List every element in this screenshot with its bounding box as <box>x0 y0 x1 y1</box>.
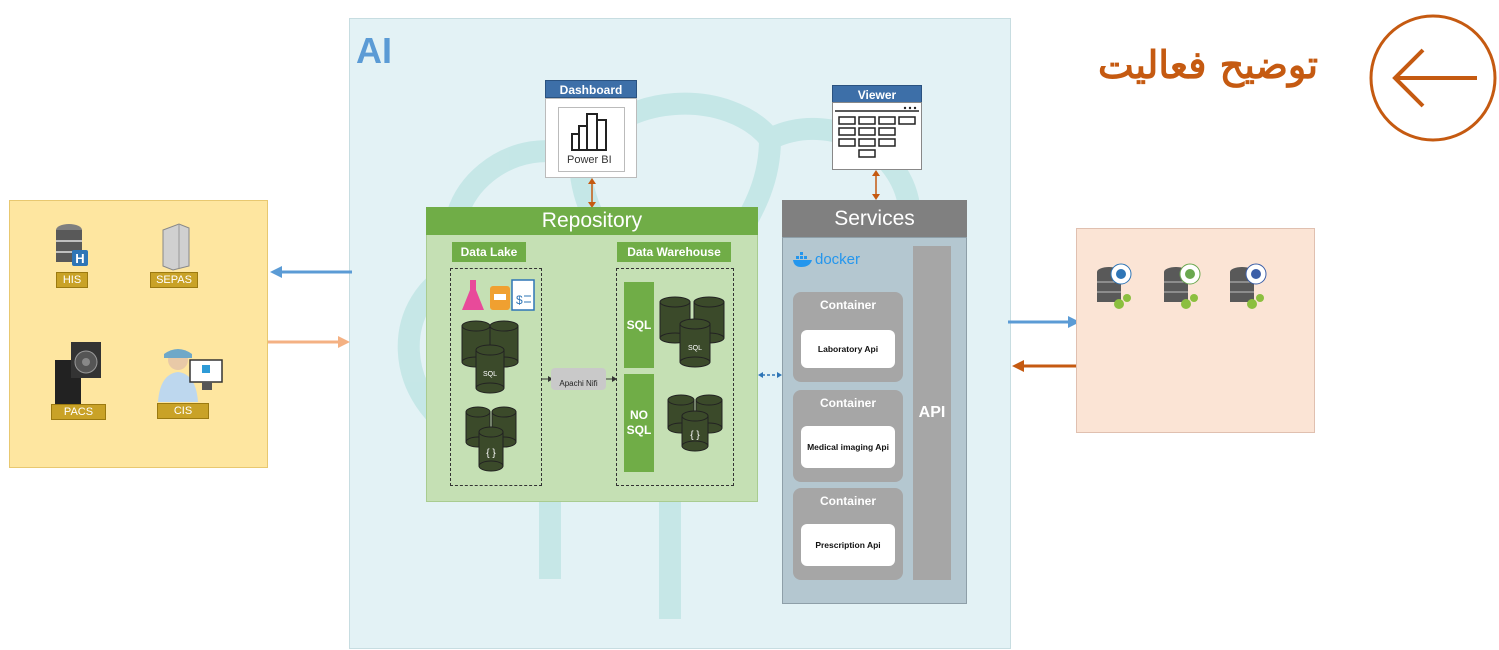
data-lake-files-icon: $ <box>462 279 535 311</box>
svg-text:$: $ <box>516 293 523 307</box>
viewer-panel[interactable] <box>832 102 922 170</box>
data-lake-nosql-icon: { } <box>465 406 517 472</box>
arrow-left-icon <box>1392 48 1477 108</box>
api-gateway[interactable]: API <box>913 246 951 580</box>
svg-text:H: H <box>75 251 84 266</box>
ai-label: AI <box>356 30 392 71</box>
powerbi-logo-icon <box>571 113 607 151</box>
data-lake-zone <box>450 268 542 486</box>
powerbi-tile[interactable]: Power BI <box>558 107 625 172</box>
viewer-link-arrow <box>872 170 880 200</box>
warehouse-sql-text: SQL <box>688 345 702 352</box>
dashboard-header: Dashboard <box>545 80 637 98</box>
data-lake-sql-icon: SQL <box>461 320 519 394</box>
medical-imaging-container: Container Medical imaging Api <box>793 390 903 482</box>
warehouse-nosql-icon: { } <box>667 394 723 452</box>
container-title: Container <box>819 298 876 312</box>
page-title: توضیح فعالیت <box>1098 42 1319 87</box>
powerbi-label: Power BI <box>567 154 612 166</box>
viewer-grid-icon <box>835 106 919 158</box>
insurer-database-icon-2 <box>1164 263 1201 309</box>
data-warehouse-zone <box>616 268 734 486</box>
container-title: Container <box>819 494 876 508</box>
laboratory-api-button[interactable]: Laboratory Api <box>801 330 895 368</box>
repository-title: Repository <box>426 207 758 235</box>
repo-services-link-arrow <box>758 372 782 378</box>
insurer-database-icon-1 <box>1097 263 1132 309</box>
dashboard-link-arrow <box>588 178 596 208</box>
viewer-header: Viewer <box>832 85 922 103</box>
apache-nifi-box[interactable]: Apachi Nifi <box>551 368 606 390</box>
right-flow-arrows <box>1008 316 1082 372</box>
lake-sql-text: SQL <box>483 371 497 378</box>
pacs-server-icon <box>55 342 101 404</box>
left-flow-arrows <box>268 266 352 348</box>
container-title: Container <box>819 396 876 410</box>
nifi-flow-arrows <box>542 376 617 382</box>
docker-label: docker <box>815 251 861 268</box>
insurer-database-icon-3 <box>1230 263 1267 309</box>
docker-whale-icon <box>793 252 812 267</box>
warehouse-sql-icon: SQL <box>659 296 725 368</box>
nifi-label: Apachi Nifi <box>559 379 598 388</box>
services-title: Services <box>782 200 967 237</box>
svg-text:{ }: { } <box>690 430 700 441</box>
data-warehouse-label: Data Warehouse <box>617 242 731 262</box>
cis-label: CIS <box>157 403 209 419</box>
sepas-label: SEPAS <box>150 272 198 288</box>
sql-strip: SQL <box>624 282 654 368</box>
his-label: HIS <box>56 272 88 288</box>
medical-imaging-api-button[interactable]: Medical imaging Api <box>801 426 895 468</box>
prescription-container: Container Prescription Api <box>793 488 903 580</box>
his-database-icon: H <box>56 224 88 266</box>
source-systems-panel <box>9 200 268 468</box>
prescription-api-button[interactable]: Prescription Api <box>801 524 895 566</box>
sepas-server-icon <box>162 223 190 271</box>
cis-doctor-icon <box>158 349 223 402</box>
svg-text:{ }: { } <box>486 448 496 459</box>
back-arrow-button[interactable] <box>1367 6 1499 166</box>
data-lake-label: Data Lake <box>452 242 526 262</box>
laboratory-container: Container Laboratory Api <box>793 292 903 382</box>
nosql-strip: NO SQL <box>624 374 654 472</box>
external-systems-panel <box>1076 228 1315 433</box>
pacs-label: PACS <box>51 404 106 420</box>
